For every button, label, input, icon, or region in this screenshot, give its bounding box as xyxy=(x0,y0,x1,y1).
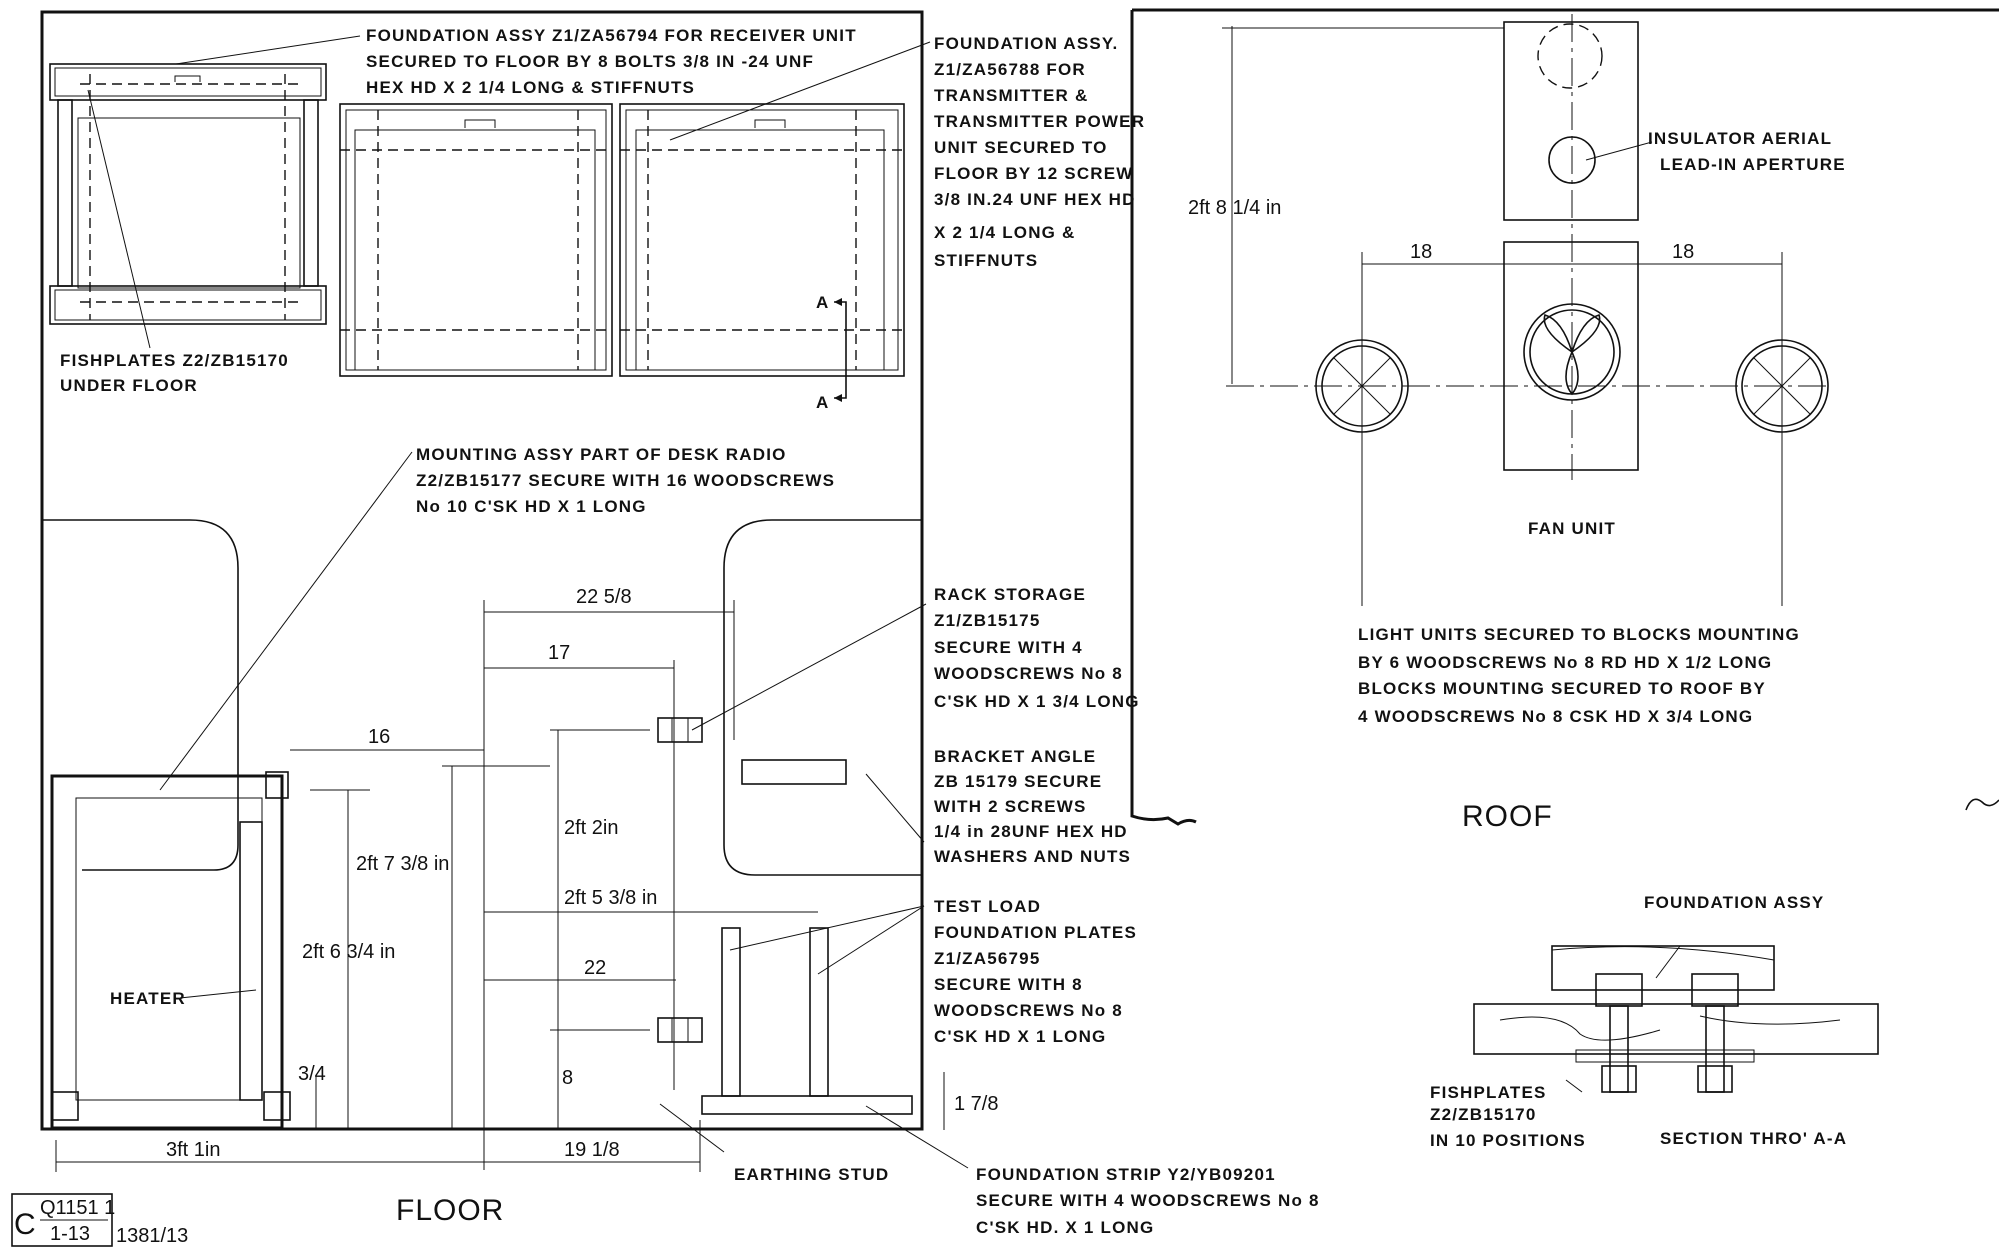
dim-2ft-7-3-8: 2ft 7 3/8 in xyxy=(356,853,449,875)
note-mounting-assy: MOUNTING ASSY PART OF DESK RADIO Z2/ZB15… xyxy=(416,445,841,516)
note-section-fishplates: FISHPLATES Z2/ZB15170 IN 10 POSITIONS xyxy=(1430,1083,1586,1150)
test-load-plates xyxy=(701,927,913,1115)
title-block: C Q1151 1 1-13 1381/13 xyxy=(11,1193,188,1247)
section-title: SECTION THRO' A-A xyxy=(1660,1129,1847,1148)
note-test-load: TEST LOAD FOUNDATION PLATES Z1/ZA56795 S… xyxy=(934,897,1143,1046)
dim-22: 22 xyxy=(584,957,606,979)
note-bracket-angle: BRACKET ANGLE ZB 15179 SECURE WITH 2 SCR… xyxy=(934,747,1134,866)
heater-frame xyxy=(50,771,291,1130)
fan-unit-block xyxy=(1503,241,1639,471)
note-foundation-strip: FOUNDATION STRIP Y2/YB09201 SECURE WITH … xyxy=(976,1165,1326,1237)
dim-2ft-6-3-4: 2ft 6 3/4 in xyxy=(302,941,395,963)
dim-16: 16 xyxy=(368,726,390,748)
dim-19-1-8: 19 1/8 xyxy=(564,1139,620,1161)
dim-2ft-2in: 2ft 2in xyxy=(564,817,618,839)
dim-3ft-1in: 3ft 1in xyxy=(166,1139,220,1161)
svg-text:Q1151 1: Q1151 1 xyxy=(40,1197,115,1219)
transmitter-foundations xyxy=(339,103,905,377)
note-earthing-stud: EARTHING STUD xyxy=(734,1165,889,1184)
floor-dimension-lines xyxy=(55,600,945,1172)
sheet-number: 1381/13 xyxy=(116,1225,188,1247)
wall-recess-right xyxy=(723,519,922,876)
note-rack-storage: RACK STORAGE Z1/ZB15175 SECURE WITH 4 WO… xyxy=(934,585,1140,711)
bracket-angle xyxy=(741,759,847,785)
floor-outline xyxy=(40,10,924,1131)
roof-dim-height: 2ft 8 1/4 in xyxy=(1188,197,1281,219)
dim-2ft-5-3-8: 2ft 5 3/8 in xyxy=(564,887,657,909)
svg-text:A: A xyxy=(816,393,829,412)
sheet-edge-mark xyxy=(1965,798,1999,811)
note-foundation-assy: FOUNDATION ASSY xyxy=(1644,893,1824,912)
roof-dim-right: 18 xyxy=(1672,241,1694,263)
note-heater: HEATER xyxy=(110,989,186,1008)
note-light-units: LIGHT UNITS SECURED TO BLOCKS MOUNTING B… xyxy=(1358,625,1806,726)
dashed-circle xyxy=(1537,23,1603,89)
note-foundation-transmitter: FOUNDATION ASSY. Z1/ZA56788 FOR TRANSMIT… xyxy=(934,34,1151,270)
note-fishplates: FISHPLATES Z2/ZB15170 UNDER FLOOR xyxy=(60,351,295,395)
section-marker-a: A A xyxy=(816,293,847,412)
roof-title: ROOF xyxy=(1462,800,1553,833)
dim-8: 8 xyxy=(562,1067,573,1089)
svg-text:A: A xyxy=(816,293,829,312)
roof-dim-left: 18 xyxy=(1410,241,1432,263)
dim-22-5-8: 22 5/8 xyxy=(576,586,632,608)
dim-17: 17 xyxy=(548,642,570,664)
dim-1-7-8: 1 7/8 xyxy=(954,1093,998,1115)
note-fan-unit: FAN UNIT xyxy=(1528,519,1616,538)
floor-leader-lines xyxy=(87,35,969,1169)
svg-text:1-13: 1-13 xyxy=(50,1223,90,1245)
roof-plan: INSULATOR AERIAL LEAD-IN APERTURE 2ft 8 … xyxy=(1130,8,1999,833)
note-insulator: INSULATOR AERIAL LEAD-IN APERTURE xyxy=(1648,129,1846,174)
dim-3-4: 3/4 xyxy=(298,1063,326,1085)
wall-recess-left xyxy=(42,519,239,871)
note-foundation-receiver: FOUNDATION ASSY Z1/ZA56794 FOR RECEIVER … xyxy=(366,26,863,97)
floor-title: FLOOR xyxy=(396,1194,504,1227)
svg-text:C: C xyxy=(14,1208,37,1241)
section-a-a: FOUNDATION ASSY FISHPLATES Z2/ZB15170 IN… xyxy=(1430,893,1879,1150)
insulator-block xyxy=(1503,21,1639,221)
receiver-foundation xyxy=(49,63,327,325)
floor-plan: A A xyxy=(40,10,1326,1237)
rack-storage xyxy=(657,717,703,1043)
